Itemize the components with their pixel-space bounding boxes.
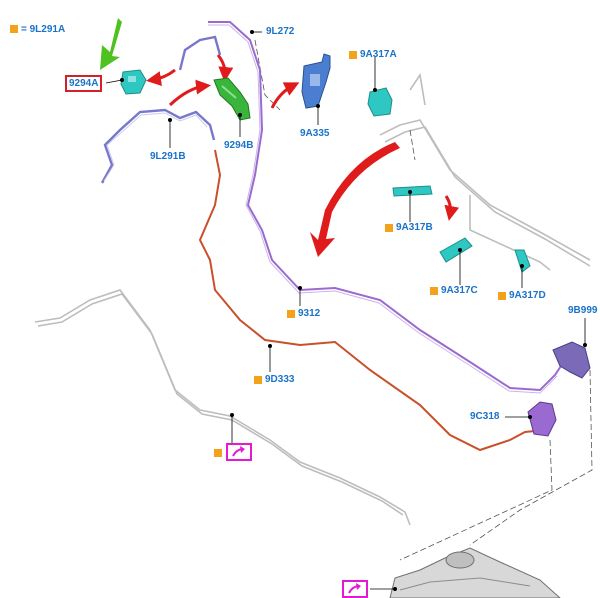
label-9A317C[interactable]: 9A317C (441, 285, 478, 296)
label-9B999[interactable]: 9B999 (568, 305, 598, 316)
line-9D333 (198, 149, 546, 452)
label-9312[interactable]: 9312 (298, 308, 321, 319)
connector-9B999 (552, 341, 591, 379)
bracket-9A335 (301, 53, 331, 109)
legend-part: 9L291A (29, 24, 66, 35)
label-9294A[interactable]: 9294A (65, 75, 103, 92)
green-pointer-arrow (100, 18, 122, 70)
grey-vapor-lines (34, 72, 591, 526)
fuel-tank (389, 547, 561, 598)
marker-9D333 (254, 376, 262, 384)
marker-9A317D (498, 292, 506, 300)
connector-9C318 (527, 401, 557, 437)
clip-9294B (213, 77, 251, 121)
clip-9A317D (514, 249, 531, 273)
label-9L291B[interactable]: 9L291B (150, 151, 186, 162)
clip-9A317B (392, 185, 433, 197)
label-9D333[interactable]: 9D333 (265, 374, 295, 385)
line-9L291 (100, 108, 216, 184)
link-arrow-icon (232, 446, 245, 457)
legend-equals: = (21, 24, 27, 35)
label-9A317B[interactable]: 9A317B (396, 222, 433, 233)
red-arrows (146, 54, 460, 221)
label-9C318[interactable]: 9C318 (470, 411, 500, 422)
leader-dots (105, 29, 588, 592)
label-9A317D[interactable]: 9A317D (509, 290, 546, 301)
dashed-leaders (254, 39, 593, 561)
label-9A317A[interactable]: 9A317A (360, 49, 397, 60)
marker-link-1 (214, 449, 222, 457)
big-red-arrow (310, 142, 400, 257)
label-9A335[interactable]: 9A335 (300, 128, 330, 139)
marker-9A317B (385, 224, 393, 232)
clip-9A317C (439, 237, 473, 263)
link-button-2[interactable] (342, 580, 368, 598)
legend: = 9L291A (10, 24, 65, 36)
clip-9A317A (367, 87, 393, 117)
marker-9A317A (349, 51, 357, 59)
marker-9A317C (430, 287, 438, 295)
label-9294B[interactable]: 9294B (224, 140, 254, 151)
marker-9312 (287, 310, 295, 318)
legend-marker (10, 25, 18, 33)
link-button-1[interactable] (226, 443, 252, 461)
link-arrow-icon (348, 583, 361, 594)
label-9L272[interactable]: 9L272 (266, 26, 295, 37)
clip-9294A (120, 69, 147, 95)
line-9312 (208, 21, 566, 392)
